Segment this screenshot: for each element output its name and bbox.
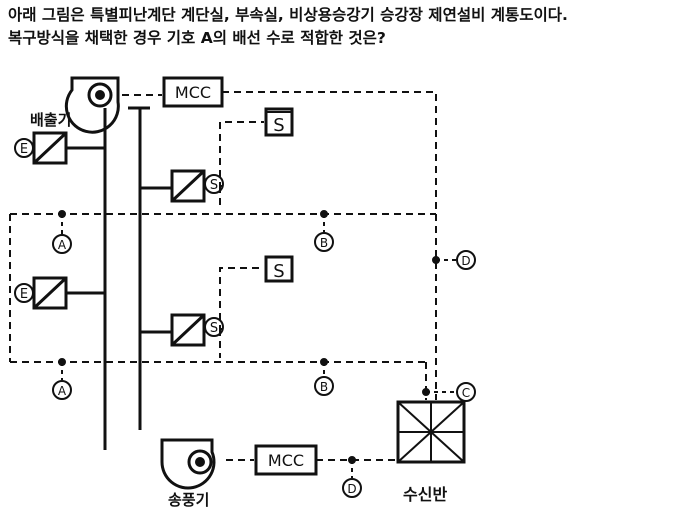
question-text: 아래 그림은 특별피난계단 계단실, 부속실, 비상용승강기 승강장 제연설비 … bbox=[8, 4, 692, 50]
damper-s-upper-label: S bbox=[273, 115, 284, 136]
marker-b-upper: B bbox=[320, 236, 328, 250]
damper-s-mid-upper-label: S bbox=[210, 178, 218, 193]
question-line-1: 아래 그림은 특별피난계단 계단실, 부속실, 비상용승강기 승강장 제연설비 … bbox=[8, 6, 568, 24]
damper-e-upper-label: E bbox=[20, 142, 28, 157]
receiver-panel-icon bbox=[396, 400, 466, 464]
exhaust-fan-icon bbox=[64, 76, 120, 134]
marker-c: C bbox=[462, 386, 470, 400]
damper-s-upper-box bbox=[264, 107, 294, 137]
mcc-top-label: MCC bbox=[175, 83, 211, 102]
exhaust-fan-label: 배출기 bbox=[30, 111, 71, 129]
marker-a-upper: A bbox=[58, 238, 67, 252]
damper-e-lower-label: E bbox=[20, 287, 28, 302]
marker-b-lower: B bbox=[320, 380, 328, 394]
marker-d-right: D bbox=[461, 254, 470, 268]
damper-s-lower-label: S bbox=[273, 261, 284, 282]
mcc-bottom-label: MCC bbox=[268, 451, 304, 470]
marker-a-lower: A bbox=[58, 384, 67, 398]
damper-s-lower-box bbox=[264, 255, 294, 283]
question-line-2: 복구방식을 채택한 경우 기호 A의 배선 수로 적합한 것은? bbox=[8, 29, 386, 47]
supply-fan-icon bbox=[160, 438, 216, 490]
damper-s-mid-lower-label: S bbox=[210, 321, 218, 336]
panel-label: 수신반 bbox=[403, 485, 447, 504]
supply-fan-label: 송풍기 bbox=[168, 491, 209, 509]
marker-d-bottom: D bbox=[347, 482, 356, 496]
